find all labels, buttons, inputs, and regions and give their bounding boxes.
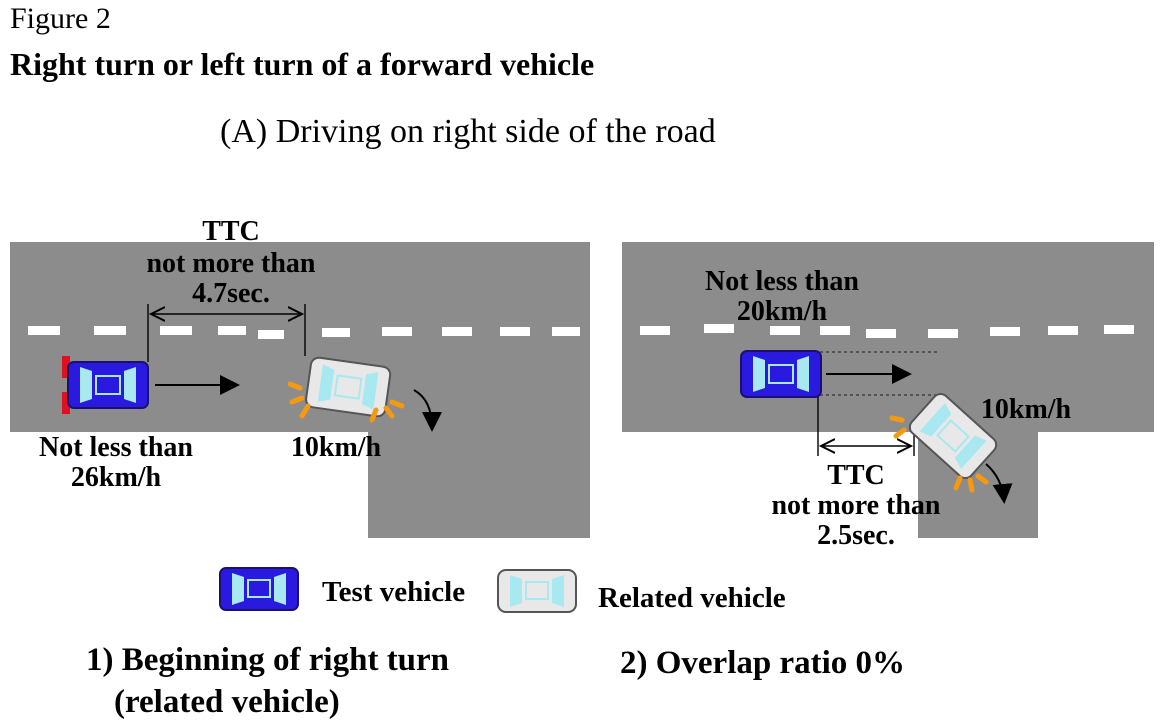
scenario-2-lane-marking [640,324,1134,338]
scenario-1-ttc-value: 4.7sec. [192,278,270,309]
scenario-1-caption-sub: (related vehicle) [114,684,340,720]
legend-test-vehicle-label: Test vehicle [322,576,465,608]
legend-related-vehicle-icon [497,569,577,613]
scenario-1-indicator-lights [287,381,405,423]
legend-test-vehicle-icon [219,567,299,611]
scenario-2-test-vehicle-icon [740,350,822,398]
scenario-1-turn-arrow [413,389,442,432]
scenario-2-test-speed-condition: Not less than [705,266,859,297]
scenario-1-test-speed-condition: Not less than [39,432,193,463]
scenario-1-related-vehicle-icon [305,356,392,418]
scenario-2-ttc-condition: not more than [771,490,940,521]
scenario-2-ttc-value: 2.5sec. [817,520,895,551]
scenario-1-ttc-condition: not more than [146,248,315,279]
figure-label: Figure 2 [10,2,111,35]
scenario-1-related-speed: 10km/h [291,432,382,463]
scenario-1-test-speed-value: 26km/h [71,462,162,493]
figure-subheading: (A) Driving on right side of the road [220,113,716,150]
scenario-2-turn-arrow [985,463,1013,504]
scenario-2-indicator-lights [889,415,989,493]
scenario-2-related-speed: 10km/h [981,394,1072,425]
scenario-1-test-vehicle-icon [62,356,149,414]
scenario-2-caption: 2) Overlap ratio 0% [620,645,905,681]
scenario-2-ttc-label: TTC [827,460,885,491]
scenario-1-lane-marking [28,326,580,339]
figure-title: Right turn or left turn of a forward veh… [10,46,595,82]
scenario-2-test-speed-value: 20km/h [737,296,828,327]
scenario-1-ttc-dimension [147,304,306,362]
scenario-2-overlap-guides [820,351,940,396]
scenario-2-related-vehicle-icon [908,392,998,480]
scenario-1-caption: 1) Beginning of right turn [86,642,449,678]
scenario-1-ttc-label: TTC [202,216,260,247]
legend-related-vehicle-label: Related vehicle [598,582,786,614]
